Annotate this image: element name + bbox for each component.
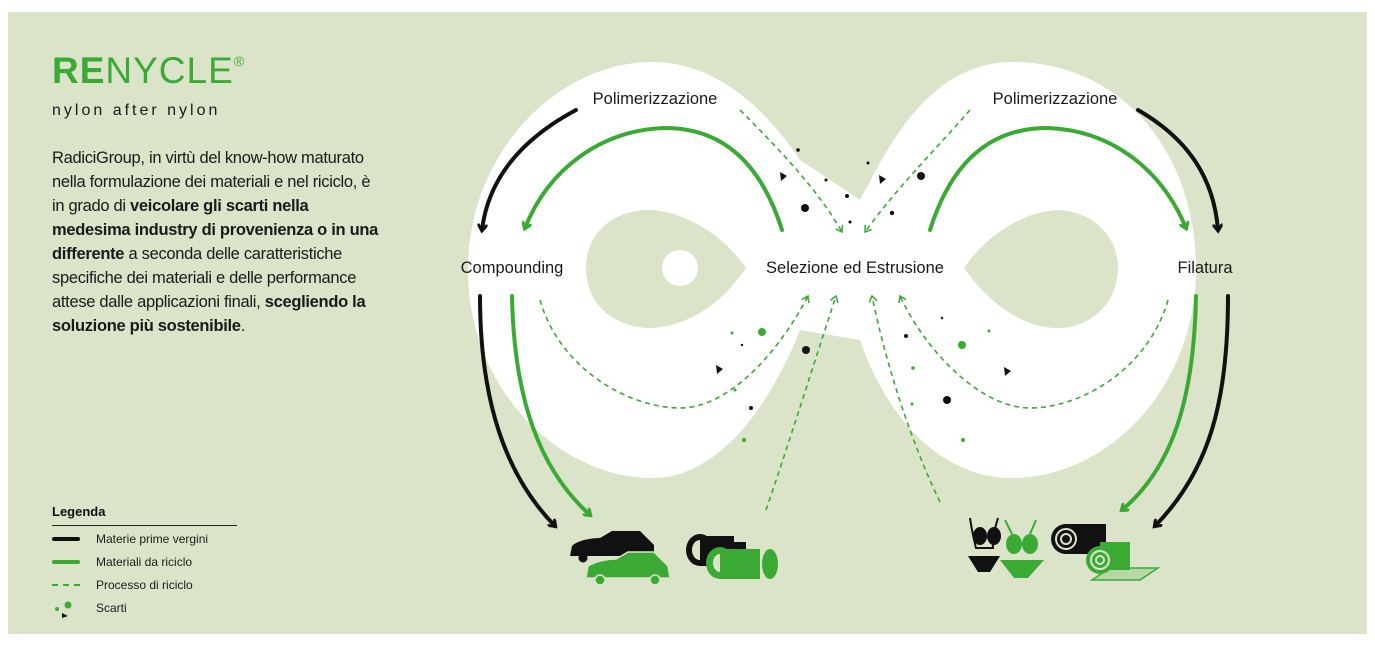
legend-item-process: Processo di riciclo — [52, 575, 237, 595]
legend-swatch-green — [52, 555, 80, 569]
legend-title: Legenda — [52, 504, 237, 526]
scraps-particles — [716, 148, 1011, 442]
legend-item-virgin: Materie prime vergini — [52, 529, 237, 549]
carpet-roll-icon — [1051, 524, 1161, 581]
node-polimerizzazione-left: Polimerizzazione — [593, 90, 718, 108]
dashed-polim-right-to-selezione — [865, 109, 971, 232]
legend-swatch-black — [52, 532, 80, 546]
arrow-compounding-to-automotive — [478, 294, 555, 526]
car-icon — [570, 531, 671, 586]
dashed-textile-to-selezione — [872, 296, 941, 503]
dashed-automotive-to-selezione — [765, 296, 836, 511]
node-compounding: Compounding — [461, 259, 564, 277]
arrow-compounding-to-car-recycled — [510, 294, 590, 515]
recycled-material-arrows — [510, 125, 1198, 515]
legend-swatch-dashed — [52, 578, 80, 592]
scraps-icon — [52, 601, 80, 618]
legend: Legenda Materie prime vergini Materiali … — [52, 504, 237, 618]
arrow-filatura-to-carpet-recycled — [1122, 294, 1198, 510]
arrow-filatura-to-textile — [1155, 294, 1230, 526]
node-selezione-estrusione: Selezione ed Estrusione — [766, 259, 944, 277]
legend-item-recycled: Materiali da riciclo — [52, 552, 237, 572]
node-filatura: Filatura — [1177, 259, 1233, 277]
virgin-material-arrows — [478, 108, 1230, 526]
dashed-polim-left-to-selezione — [739, 109, 842, 232]
node-polimerizzazione-right: Polimerizzazione — [993, 90, 1118, 108]
arrow-selezione-to-compounding — [525, 125, 784, 232]
description-text: RadiciGroup, in virtù del know-how matur… — [52, 149, 379, 335]
infinity-loop — [468, 62, 1196, 478]
connector-icon — [686, 534, 778, 579]
arrow-polim-to-filatura — [1136, 108, 1218, 230]
arrow-selezione-to-filatura — [928, 125, 1186, 232]
brand-logo: RENYCLE® — [52, 50, 246, 91]
legend-item-scraps: Scarti — [52, 598, 237, 618]
recycling-process-arrows — [539, 109, 1169, 511]
arrow-polim-to-compounding — [482, 108, 578, 230]
swimwear-icon — [968, 517, 1044, 578]
brand-tagline: nylon after nylon — [52, 102, 221, 119]
